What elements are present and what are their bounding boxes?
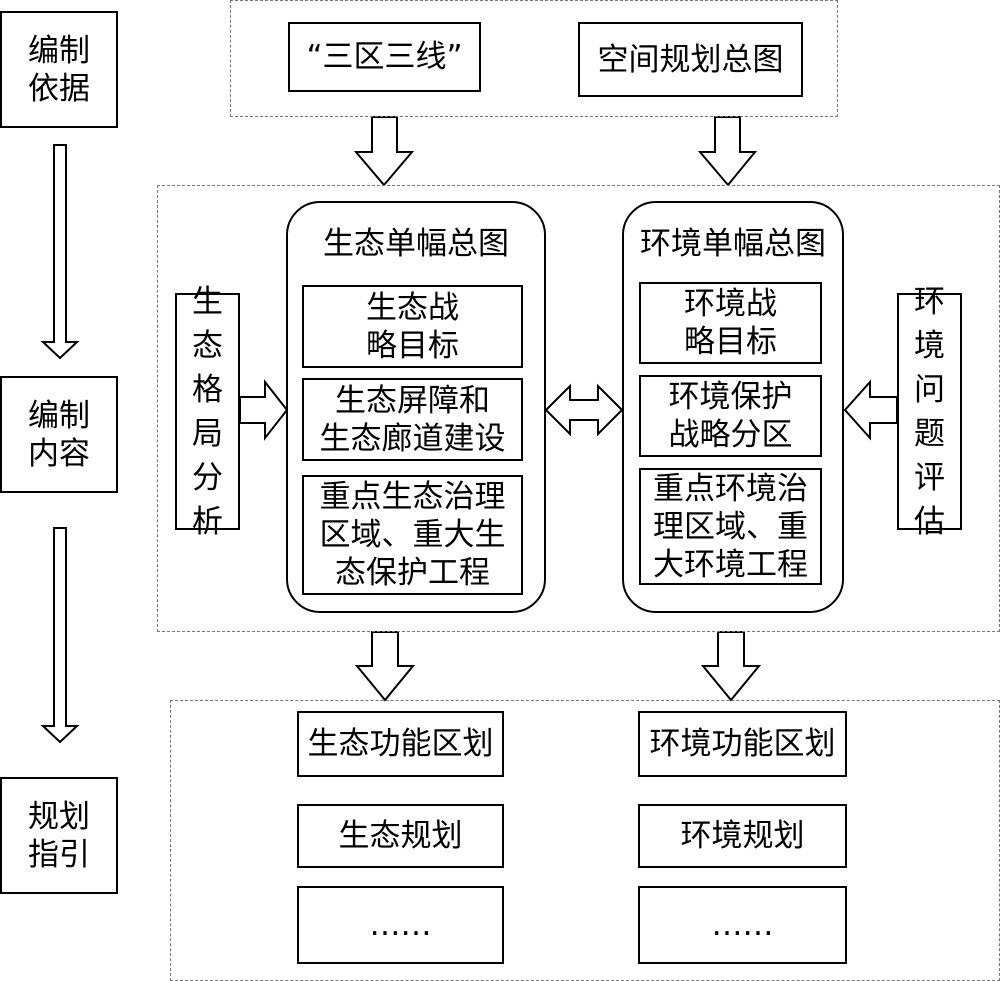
inputs-group-frame bbox=[230, 0, 838, 117]
ecology-key-governance-box: 重点生态治理 区域、重大生 态保护工程 bbox=[302, 475, 523, 595]
environment-protection-zoning-box: 环境保护 战略分区 bbox=[639, 375, 822, 457]
stage-planning-guidance: 规划 指引 bbox=[0, 777, 118, 894]
right-arrow-ecology-analysis bbox=[239, 379, 289, 441]
environment-more-box: …… bbox=[638, 886, 847, 964]
ecology-planning-box: 生态规划 bbox=[297, 804, 504, 868]
outputs-group-frame bbox=[170, 700, 1000, 981]
environment-strategic-goal-box: 环境战 略目标 bbox=[639, 282, 822, 364]
flow-arrow-content-to-guidance bbox=[40, 527, 80, 744]
down-arrow-environment-output bbox=[700, 631, 762, 702]
three-zones-three-lines-box: “三区三线” bbox=[288, 22, 481, 92]
environment-function-zoning-box: 环境功能区划 bbox=[638, 711, 847, 777]
environment-map-title: 环境单幅总图 bbox=[640, 226, 826, 262]
ecology-pattern-analysis-box: 生 态 格 局 分 析 bbox=[175, 284, 240, 540]
ecology-more-box: …… bbox=[297, 886, 504, 964]
stage-compile-basis: 编制 依据 bbox=[0, 11, 118, 128]
environment-key-governance-box: 重点环境治 理区域、重 大环境工程 bbox=[639, 468, 822, 585]
ecology-function-zoning-box: 生态功能区划 bbox=[297, 711, 504, 777]
environment-issue-assessment-box: 环 境 问 题 评 估 bbox=[897, 284, 962, 540]
content-group-frame bbox=[157, 185, 1000, 632]
stage-compile-content: 编制 内容 bbox=[0, 376, 118, 493]
environment-planning-box: 环境规划 bbox=[638, 804, 847, 868]
down-arrow-spatial-plan bbox=[697, 116, 758, 187]
ecology-map-title: 生态单幅总图 bbox=[323, 226, 509, 262]
left-arrow-environment-assessment bbox=[843, 379, 898, 441]
down-arrow-ecology-output bbox=[354, 631, 416, 702]
ecology-barrier-corridor-box: 生态屏障和 生态廊道建设 bbox=[302, 378, 523, 461]
ecology-strategic-goal-box: 生态战 略目标 bbox=[302, 285, 523, 368]
down-arrow-three-zones bbox=[353, 116, 415, 187]
spatial-plan-map-box: 空间规划总图 bbox=[578, 22, 803, 97]
flow-arrow-basis-to-content bbox=[40, 144, 80, 360]
